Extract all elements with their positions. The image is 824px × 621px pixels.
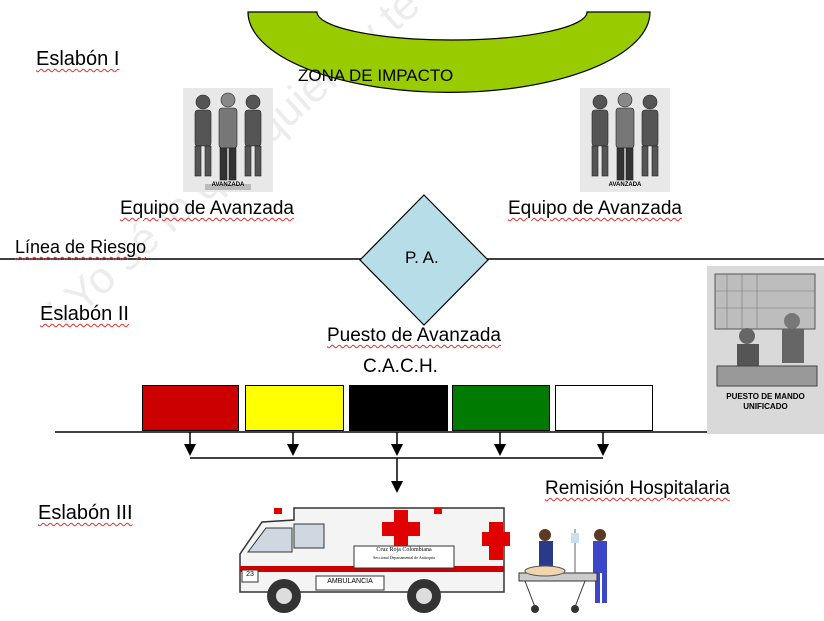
triage-red-box	[142, 385, 239, 431]
cach-label: C.A.C.H.	[363, 356, 438, 377]
impact-zone-label: ZONA DE IMPACTO	[298, 66, 454, 85]
advance-team-image-right: AVANZADA	[580, 88, 670, 192]
command-post-caption-line2: UNIFICADO	[743, 402, 788, 411]
puesto-avanzada-label: Puesto de Avanzada	[327, 325, 501, 346]
equipo-avanzada-right-label: Equipo de Avanzada	[508, 198, 682, 219]
advance-team-image-left: AVANZADA	[183, 88, 273, 192]
ambulance-label: AMBULANCIA	[327, 578, 373, 585]
ambulance-org-name: Cruz Roja Colombiana	[376, 547, 432, 553]
command-post-image: PUESTO DE MANDO UNIFICADO	[707, 266, 824, 434]
paramedics-stretcher-image	[515, 525, 620, 616]
advance-team-caption-right: AVANZADA	[608, 182, 642, 188]
eslabon-2-label: Eslabón II	[40, 303, 129, 325]
command-post-caption-line1: PUESTO DE MANDO	[726, 392, 805, 401]
ambulance-unit-number: 23	[246, 571, 254, 578]
remision-label: Remisión Hospitalaria	[545, 478, 730, 499]
pa-diamond	[359, 194, 489, 326]
advance-team-caption-left: AVANZADA	[211, 182, 245, 188]
linea-riesgo-label: Línea de Riesgo	[15, 237, 147, 257]
eslabon-1-label: Eslabón I	[36, 48, 120, 70]
equipo-avanzada-left-label: Equipo de Avanzada	[120, 198, 294, 219]
triage-black-box	[349, 385, 448, 431]
triage-yellow-box	[245, 385, 344, 431]
ambulance-org-sub: Seccional Departamental de Antioquia	[373, 555, 435, 560]
triage-white-box	[555, 385, 653, 431]
impact-zone-shape	[247, 11, 651, 93]
ambulance-image: Cruz Roja Colombiana Seccional Departame…	[234, 502, 516, 616]
pa-label: P. A.	[405, 248, 439, 267]
eslabon-3-label: Eslabón III	[38, 502, 133, 524]
triage-green-box	[452, 385, 550, 431]
